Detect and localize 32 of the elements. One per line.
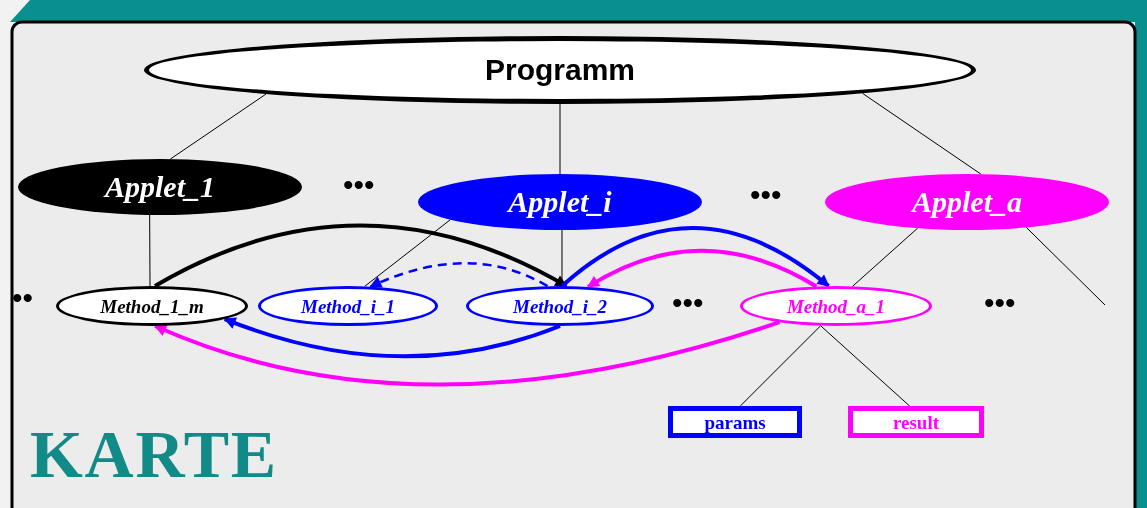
connector-line [169, 93, 267, 160]
curved-arrow [560, 226, 830, 288]
node-label: Method_i_2 [513, 296, 607, 316]
title-text: KARTE [30, 420, 278, 488]
node-label: params [704, 412, 766, 432]
curved-arrow [154, 223, 568, 288]
connector-line [739, 325, 822, 407]
process-box [848, 406, 984, 438]
ellipsis-dots: ••• [750, 180, 782, 210]
ellipsis-dots: ••• [984, 288, 1016, 318]
connector-line [364, 219, 451, 287]
curved-arrow [154, 320, 781, 387]
node-label: Applet_a [912, 187, 1022, 217]
connector-line [852, 227, 919, 287]
node-label: Programm [484, 55, 635, 85]
curved-arrow [223, 317, 561, 359]
node-label: Method_i_1 [301, 296, 395, 316]
connector-line [862, 92, 982, 175]
process-box [668, 406, 802, 438]
connector-line [149, 214, 151, 287]
node-label: Method_1_m [100, 296, 204, 316]
connector-line [820, 325, 911, 407]
ellipsis-dots: ••• [343, 170, 375, 200]
connector-line [559, 103, 561, 175]
node-label: Applet_1 [105, 172, 215, 202]
ellipsis-dots: ••• [672, 288, 704, 318]
connector-line [1025, 226, 1106, 306]
curved-arrow [369, 262, 549, 288]
node-label: result [892, 412, 940, 432]
node-label: Applet_i [508, 187, 612, 217]
ellipsis-dots: •• [12, 283, 33, 313]
node-label: Method_a_1 [786, 296, 886, 316]
